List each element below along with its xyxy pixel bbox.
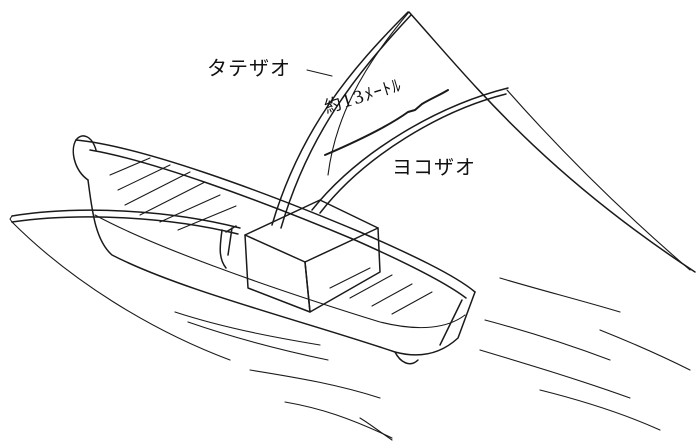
left-pole-lower	[11, 216, 239, 235]
boat-rim-inner	[89, 149, 467, 299]
cabin-box	[244, 199, 381, 313]
boat-bow	[72, 135, 97, 181]
yoko-zao-label: ヨコザオ	[392, 155, 476, 179]
tate-zao-label: タテザオ	[207, 56, 291, 80]
net-outline	[408, 11, 696, 273]
length-brace	[324, 89, 449, 156]
water-waves	[174, 277, 691, 441]
boat-rim-outer	[75, 139, 476, 293]
tate-zao-leader	[306, 69, 333, 77]
boat-stern	[394, 299, 463, 365]
boat-hull-bottom	[87, 179, 476, 356]
tate-zao-pole	[271, 11, 409, 226]
boat-hull-waterline	[94, 214, 466, 329]
net-right-edge	[506, 89, 691, 271]
left-net-edge	[11, 221, 231, 361]
deck-hatching	[109, 157, 433, 315]
net-left-edge	[327, 11, 410, 176]
pole-support	[219, 225, 237, 269]
left-pole-upper	[11, 209, 241, 229]
yoko-zao-pole-inner	[319, 93, 507, 214]
yoko-zao-pole	[311, 87, 509, 211]
left-pole-tip	[9, 215, 13, 223]
tate-zao-pole-inner	[280, 14, 412, 229]
